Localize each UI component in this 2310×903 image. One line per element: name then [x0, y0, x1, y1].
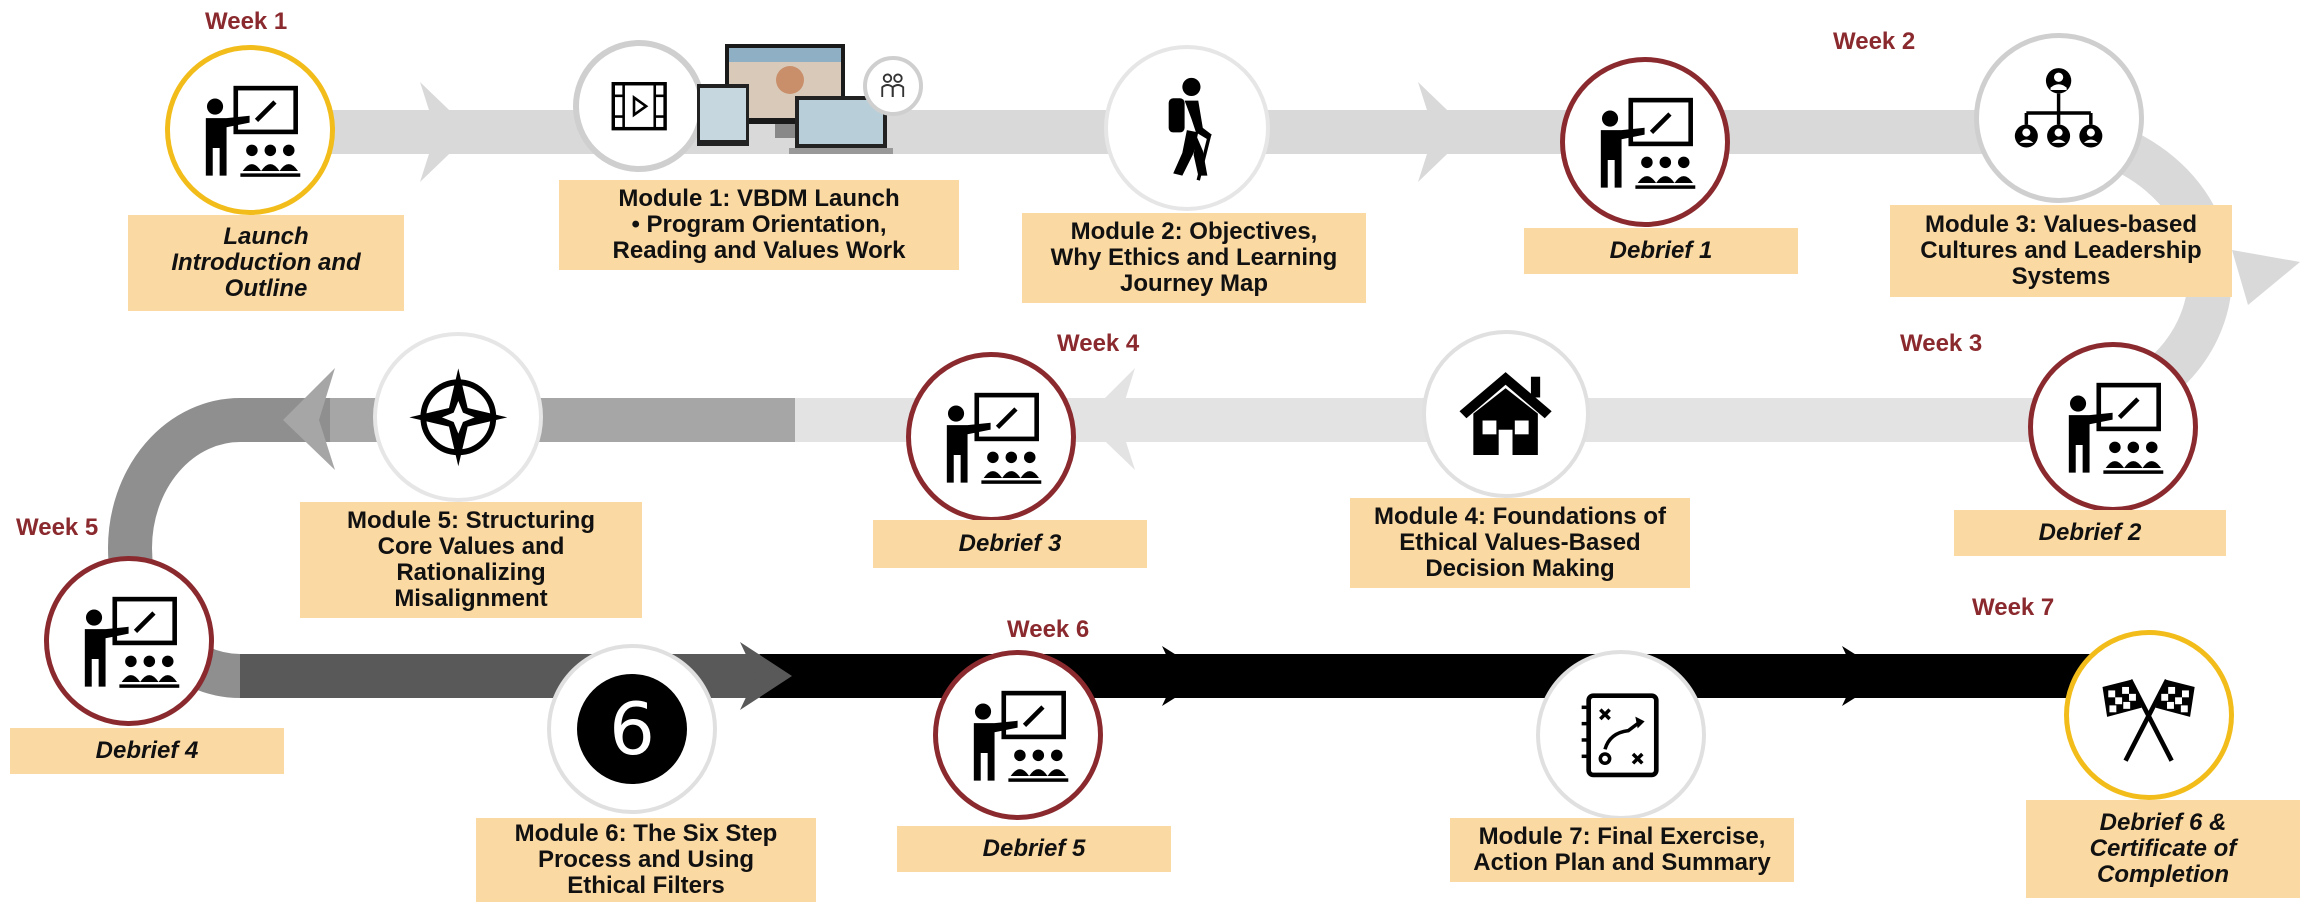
track-right-curve-arrow: [2232, 250, 2300, 305]
arrow-row2-a: [1083, 368, 1135, 470]
module-6-label: Module 6: The Six Step Process and Using…: [476, 818, 816, 902]
debrief-2-label: Debrief 2: [1954, 510, 2226, 556]
debrief-1-label: Debrief 1: [1524, 228, 1798, 274]
strategy-board-icon: [1581, 693, 1659, 777]
debrief-3-node: [906, 352, 1076, 522]
teacher-icon: [933, 379, 1048, 494]
week-1-label: Week 1: [205, 8, 288, 35]
week-2-label: Week 2: [1833, 28, 1916, 55]
six-step-node: 6: [547, 644, 717, 814]
team-icon: [881, 73, 905, 98]
debrief-6-label: Debrief 6 & Certificate of Completion: [2026, 800, 2300, 898]
teacher-icon: [71, 583, 186, 698]
checkered-flags-icon: [2102, 679, 2196, 763]
launch-node: [165, 45, 335, 215]
team-node: [863, 56, 923, 116]
teacher-icon: [960, 677, 1075, 792]
module-1-label: Module 1: VBDM Launch • Program Orientat…: [559, 180, 959, 270]
org-node: [1974, 33, 2144, 203]
compass-node: [373, 332, 543, 502]
house-node: [1422, 330, 1590, 498]
week-6-label: Week 6: [1007, 616, 1090, 643]
module-3-label: Module 3: Values-based Cultures and Lead…: [1890, 205, 2232, 297]
week-4-label: Week 4: [1057, 330, 1140, 357]
arrow-row3-a: [740, 642, 792, 710]
teacher-icon: [2055, 369, 2170, 484]
strategy-node: [1536, 650, 1706, 820]
module-4-label: Module 4: Foundations of Ethical Values-…: [1350, 498, 1690, 588]
week-5-label: Week 5: [16, 514, 99, 541]
debrief-5-label: Debrief 5: [897, 826, 1171, 872]
arrow-row2-b: [283, 368, 335, 470]
arrow-row1-a: [420, 82, 472, 182]
house-icon: [1459, 372, 1553, 456]
debrief-4-label: Debrief 4: [10, 728, 284, 774]
module-2-label: Module 2: Objectives, Why Ethics and Lea…: [1022, 213, 1366, 303]
debrief-5-node: [933, 650, 1103, 820]
arrow-row3-c: [1842, 646, 1890, 706]
compass-icon: [409, 368, 507, 466]
module-5-label: Module 5: Structuring Core Values and Ra…: [300, 502, 642, 618]
arrow-row1-b: [1418, 82, 1470, 182]
debrief-4-node: [44, 556, 214, 726]
teacher-icon: [192, 72, 307, 187]
video-icon: [611, 81, 667, 131]
launch-label: Launch Introduction and Outline: [128, 215, 404, 311]
debrief-3-label: Debrief 3: [873, 520, 1147, 568]
devices-image: [697, 44, 893, 154]
org-chart-icon: [2015, 68, 2103, 148]
debrief-2-node: [2028, 342, 2198, 512]
teacher-icon: [1587, 84, 1702, 199]
six-badge: 6: [577, 674, 687, 784]
finish-node: [2064, 630, 2234, 800]
module-7-label: Module 7: Final Exercise, Action Plan an…: [1450, 818, 1794, 882]
hiker-icon: [1168, 77, 1213, 181]
video-node: [573, 40, 705, 172]
week-3-label: Week 3: [1900, 330, 1983, 357]
arrow-row3-b: [1162, 646, 1210, 706]
debrief-1-node: [1560, 57, 1730, 227]
hiker-node: [1104, 45, 1270, 211]
week-7-label: Week 7: [1972, 594, 2055, 621]
